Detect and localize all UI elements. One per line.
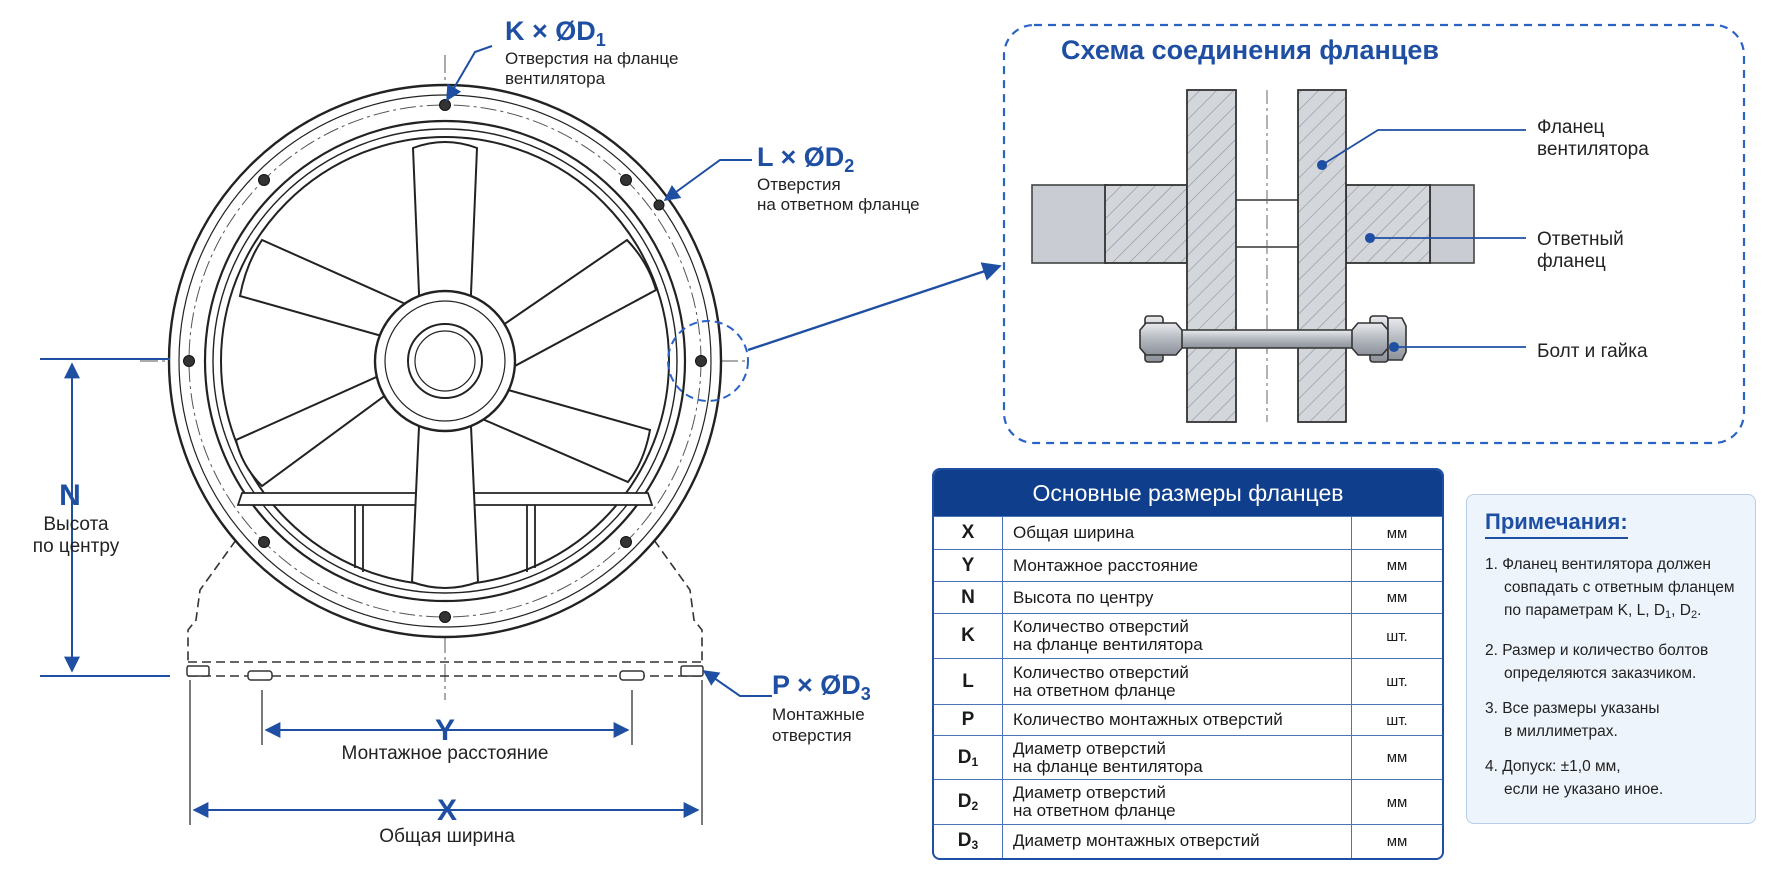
fan-leaders: [446, 45, 1002, 697]
k-desc-1: Отверстия на фланце: [505, 49, 678, 68]
row-description: Диаметр монтажных отверстий: [1002, 824, 1352, 858]
row-description: Монтажное расстояние: [1002, 549, 1352, 582]
fan-flange-label-2: вентилятора: [1537, 139, 1649, 160]
y-label: Y: [435, 714, 455, 747]
l-label: L × ØD2: [757, 142, 854, 176]
mating-flange-label-2: фланец: [1537, 251, 1606, 272]
notes-panel: Примечания: 1. Фланец вентилятора должен…: [1466, 494, 1756, 824]
mating-flange-label-1: Ответный: [1537, 229, 1624, 250]
fan-blades: [234, 141, 658, 589]
note-item-3: 3. Все размеры указаны в миллиметрах.: [1485, 700, 1660, 740]
note-item-4: 4. Допуск: ±1,0 мм, если не указано иное…: [1485, 758, 1664, 798]
mounting-slots: [186, 665, 704, 681]
row-unit: шт.: [1351, 658, 1442, 705]
row-unit: шт.: [1351, 704, 1442, 736]
notes-list: 1. Фланец вентилятора должен совпадать с…: [1485, 553, 1739, 801]
row-unit: мм: [1351, 581, 1442, 614]
table-row: N Высота по центру мм: [934, 581, 1442, 614]
flange-bolt-holes: [183, 99, 707, 623]
row-symbol: D2: [934, 779, 1003, 825]
n-desc-2: по центру: [33, 536, 120, 557]
p-desc-2: отверстия: [772, 726, 852, 745]
row-description: Высота по центру: [1002, 581, 1352, 614]
l-desc-2: на ответном фланце: [757, 195, 920, 214]
x-label: X: [437, 794, 457, 827]
dimensions-table: Основные размеры фланцев X Общая ширина …: [932, 468, 1444, 860]
fan-flange-label-1: Фланец: [1537, 117, 1605, 138]
left-duct-wall: [1031, 184, 1108, 264]
table-row: D3 Диаметр монтажных отверстий мм: [934, 824, 1442, 858]
l-desc-1: Отверстия: [757, 175, 841, 194]
bolt-nut-label: Болт и гайка: [1537, 341, 1648, 362]
fan-labels: K × ØD1 Отверстия на фланце вентилятора …: [33, 16, 920, 847]
connection-title: Схема соединения фланцев: [1061, 35, 1439, 65]
inner-flange-ring: [203, 119, 687, 603]
table-row: Y Монтажное расстояние мм: [934, 549, 1442, 582]
table-title: Основные размеры фланцев: [934, 470, 1442, 516]
row-description: Количество монтажных отверстий: [1002, 704, 1352, 736]
row-symbol: Y: [934, 549, 1003, 582]
row-symbol: K: [934, 613, 1003, 659]
table-row: P Количество монтажных отверстий шт.: [934, 704, 1442, 736]
connection-detail-panel: Схема соединения фланцев: [1002, 23, 1746, 445]
fan-front-view: [140, 55, 749, 700]
fan-hub: [373, 289, 517, 433]
mating-flange-left: [1104, 184, 1188, 264]
note-item-1: 1. Фланец вентилятора должен совпадать с…: [1485, 556, 1735, 621]
table-row: X Общая ширина мм: [934, 516, 1442, 550]
x-desc: Общая ширина: [379, 826, 515, 847]
y-desc: Монтажное расстояние: [342, 743, 549, 764]
row-symbol: N: [934, 581, 1003, 614]
detail-callout-circle: [667, 320, 749, 402]
row-unit: мм: [1351, 779, 1442, 825]
fan-flange-plate-right: [1297, 89, 1347, 423]
p-label: P × ØD3: [772, 670, 871, 704]
row-symbol: D3: [934, 824, 1003, 858]
dimension-lines: [40, 358, 703, 825]
k-label: K × ØD1: [505, 16, 606, 50]
fan-stand: [187, 539, 703, 677]
row-symbol: L: [934, 658, 1003, 705]
row-symbol: D1: [934, 735, 1003, 780]
row-symbol: P: [934, 704, 1003, 736]
detail-pointer-arrow: [747, 262, 1002, 352]
row-description: Общая ширина: [1002, 516, 1352, 550]
n-desc-1: Высота: [43, 514, 109, 535]
notes-title: Примечания:: [1485, 509, 1628, 539]
k-desc-2: вентилятора: [505, 69, 606, 88]
row-unit: мм: [1351, 824, 1442, 858]
row-symbol: X: [934, 516, 1003, 550]
right-duct-wall: [1429, 184, 1475, 264]
row-unit: мм: [1351, 735, 1442, 780]
detail-leaders: [1316, 129, 1526, 353]
row-unit: мм: [1351, 549, 1442, 582]
note-item-2: 2. Размер и количество болтов определяют…: [1485, 642, 1709, 682]
bolt-and-nut: [1139, 315, 1407, 363]
fan-flange-plate-left: [1186, 89, 1237, 423]
mating-flange-right: [1345, 184, 1431, 264]
p-desc-1: Монтажные: [772, 705, 865, 724]
row-unit: мм: [1351, 516, 1442, 550]
row-unit: шт.: [1351, 613, 1442, 659]
n-label: N: [59, 479, 81, 512]
dimensions-table-body: X Общая ширина мм Y Монтажное расстояние…: [934, 516, 1442, 858]
